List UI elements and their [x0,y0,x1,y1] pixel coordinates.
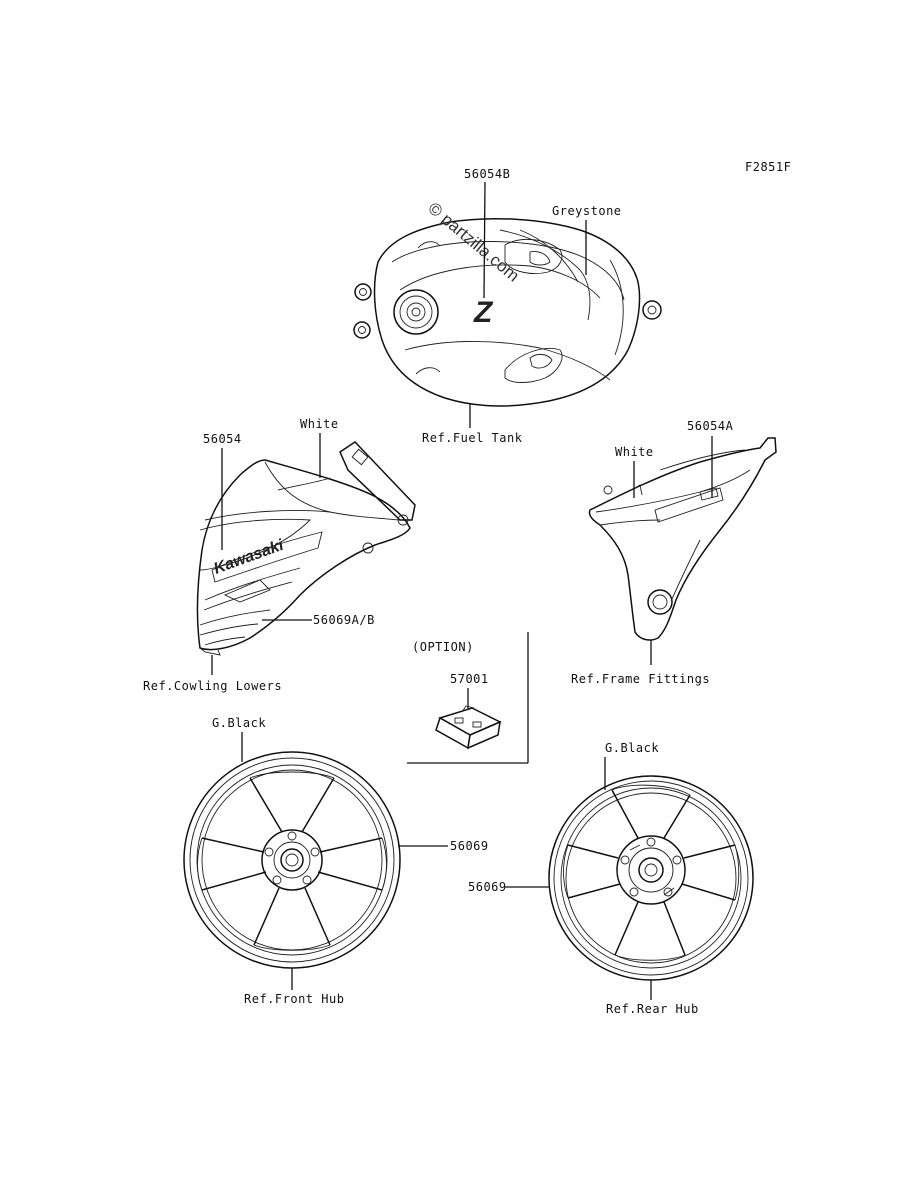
option-label: (OPTION) [412,640,474,654]
tank-part-leader [483,181,486,299]
cowling-ref: Ref.Cowling Lowers [143,679,282,693]
tank-part-number: 56054B [464,167,510,181]
cowl-kawasaki-decal: Kawasaki [212,537,287,578]
frame-fitting [588,437,777,641]
cowling: Kawasaki [196,441,416,656]
front-ref: Ref.Front Hub [244,992,344,1006]
frame-ref: Ref.Frame Fittings [571,672,710,686]
tank-z-logo: Z [473,296,494,329]
fuel-tank-ref: Ref.Fuel Tank [422,431,523,445]
cowl-white-label: White [300,417,339,431]
front-part-number: 56069 [450,839,489,853]
greystone-label: Greystone [552,204,622,218]
front-color-label: G.Black [212,716,266,730]
cowl-decal-number: 56069A/B [313,613,375,627]
frame-part-number: 56054A [687,419,734,433]
rear-wheel [548,775,754,981]
frame-white-label: White [615,445,654,459]
option-part-number: 57001 [450,672,489,686]
option-box: (OPTION) 57001 [407,632,529,764]
diagram-code: F2851F [745,160,791,174]
rear-color-label: G.Black [605,741,659,755]
fuel-tank: Z [353,217,662,407]
rear-ref: Ref.Rear Hub [606,1002,699,1016]
cowl-part-number: 56054 [203,432,242,446]
front-wheel [183,751,401,969]
rear-part-number: 56069 [468,880,507,894]
